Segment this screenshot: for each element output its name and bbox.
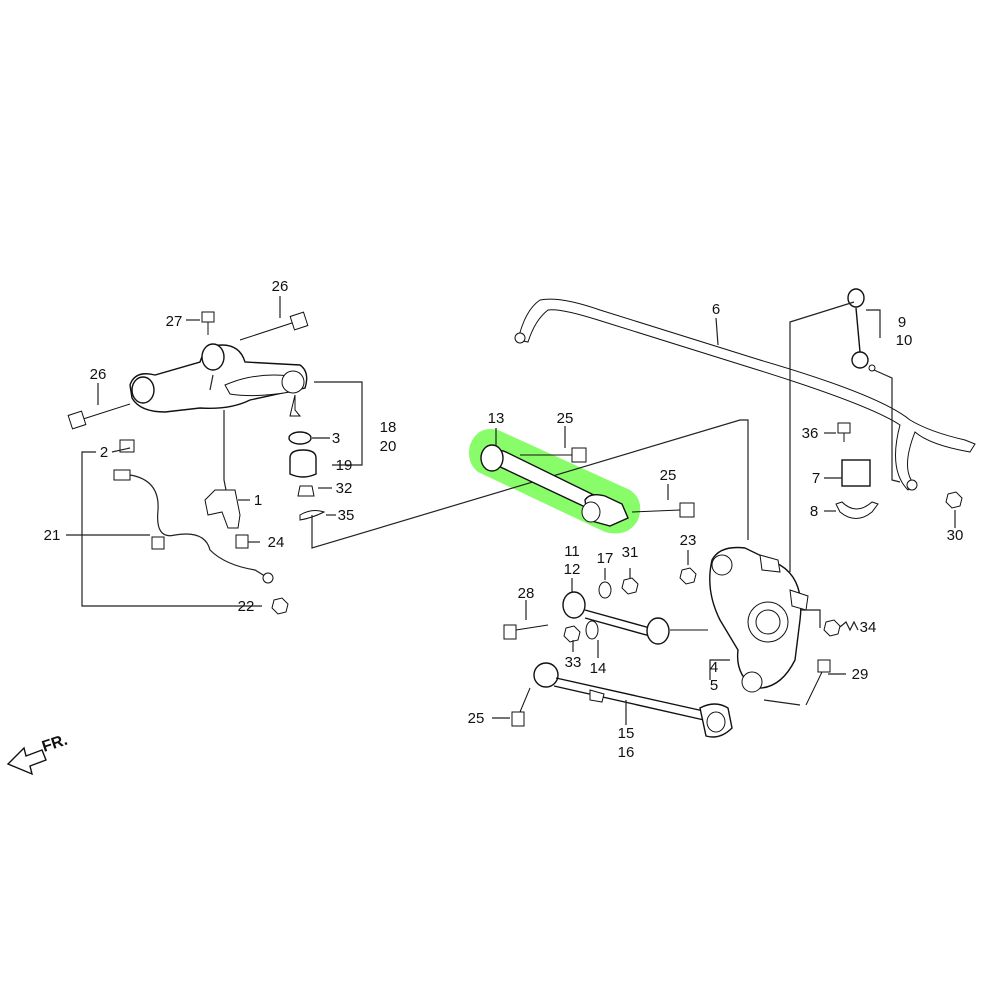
callout-35: 35 (338, 507, 355, 524)
callout-27: 27 (166, 313, 183, 330)
callout-36: 36 (802, 425, 819, 442)
callout-5: 5 (710, 677, 718, 694)
callout-31: 31 (622, 544, 639, 561)
callout-2: 2 (100, 444, 108, 461)
callout-22: 22 (238, 598, 255, 615)
clip-24 (235, 534, 249, 549)
callout-4: 4 (710, 659, 718, 676)
bracket-1 (204, 489, 241, 529)
callout-28: 28 (518, 585, 535, 602)
washers-14-17-31-33 (563, 577, 639, 643)
callout-21: 21 (44, 527, 61, 544)
callout-30: 30 (947, 527, 964, 544)
callout-13: 13 (488, 410, 505, 427)
callout-1: 1 (254, 492, 262, 509)
callout-25-upper: 25 (557, 410, 574, 427)
bolt-27 (201, 311, 215, 335)
callout-12: 12 (564, 561, 581, 578)
nut-34 (823, 619, 859, 637)
bolt-25-mid (631, 502, 695, 518)
callout-9: 9 (898, 314, 906, 331)
callout-29: 29 (852, 666, 869, 683)
bolt-28 (503, 624, 549, 640)
wheel-sensor-harness (113, 439, 274, 584)
callout-33: 33 (565, 654, 582, 671)
callout-24: 24 (268, 534, 285, 551)
lower-link-15-16 (533, 662, 733, 738)
callout-8: 8 (810, 503, 818, 520)
callout-6: 6 (712, 301, 720, 318)
callout-34: 34 (860, 619, 877, 636)
bolt-26-upper (239, 311, 309, 341)
callout-labels: 26 27 26 2 3 18 20 19 32 1 35 21 24 22 6… (40, 278, 963, 761)
rear-knuckle (709, 546, 809, 693)
callout-17: 17 (597, 550, 614, 567)
callout-15: 15 (618, 725, 635, 742)
lower-arm-11-12 (562, 591, 708, 645)
callout-26-upper: 26 (272, 278, 289, 295)
lower-arm-leaders (525, 568, 631, 658)
bushing-7-holder-8 (835, 459, 879, 519)
bolt-25-lower (511, 687, 531, 727)
callout-32: 32 (336, 480, 353, 497)
callout-25-lower: 25 (468, 710, 485, 727)
callout-3: 3 (332, 430, 340, 447)
callout-10: 10 (896, 332, 913, 349)
nut-30 (945, 491, 963, 509)
callout-19: 19 (336, 457, 353, 474)
callout-18: 18 (380, 419, 397, 436)
lower-link-leaders (492, 700, 627, 725)
bolt-36 (837, 422, 851, 442)
callout-23: 23 (680, 532, 697, 549)
leader-lines-right (715, 301, 956, 572)
nut-22 (271, 597, 289, 615)
bolt-26-left (67, 403, 131, 430)
stabilizer-link-9-10 (847, 288, 876, 372)
callout-20: 20 (380, 438, 397, 455)
stabilizer-bar (514, 298, 976, 491)
callout-7: 7 (812, 470, 820, 487)
callout-14: 14 (590, 660, 607, 677)
front-direction-label: FR. (40, 732, 70, 756)
upper-control-arm (129, 343, 308, 417)
callout-26-left: 26 (90, 366, 107, 383)
ball-joint-boot-parts (288, 431, 317, 497)
bolt-29 (805, 659, 831, 706)
leader-lines-13 (495, 426, 669, 500)
nut-23 (679, 567, 697, 585)
leader-lines-left (66, 296, 749, 607)
front-direction-arrow-icon (6, 746, 47, 776)
callout-16: 16 (618, 744, 635, 761)
rear-arm-13 (480, 444, 629, 527)
callout-25-mid: 25 (660, 467, 677, 484)
knuckle-leaders (687, 550, 846, 706)
bolt-25-upper (520, 447, 587, 463)
callout-11: 11 (564, 543, 580, 560)
